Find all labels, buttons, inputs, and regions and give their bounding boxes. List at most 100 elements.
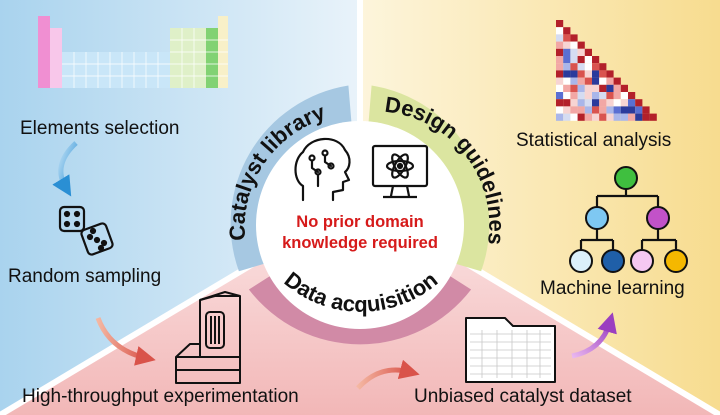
heatmap-cell xyxy=(556,99,564,107)
heatmap-cell xyxy=(628,92,636,100)
heatmap-cell xyxy=(599,63,607,71)
heatmap-cell xyxy=(599,70,607,78)
brain-circuit-icon xyxy=(294,137,351,202)
heatmap-cell xyxy=(563,99,571,107)
heatmap-cell xyxy=(563,84,571,92)
heatmap-cell xyxy=(570,92,578,100)
heatmap-cell xyxy=(628,106,636,114)
heatmap-cell xyxy=(570,99,578,107)
heatmap-cell xyxy=(563,48,571,56)
heatmap-cell xyxy=(620,84,628,92)
heatmap-cell xyxy=(613,106,621,114)
heatmap-cell xyxy=(592,70,600,78)
heatmap-cell xyxy=(599,106,607,114)
heatmap-cell xyxy=(620,106,628,114)
heatmap-cell xyxy=(577,84,585,92)
heatmap-cell xyxy=(577,92,585,100)
arrow-dataset-to-ml xyxy=(571,312,617,359)
heatmap-cell xyxy=(563,34,571,42)
heatmap-cell xyxy=(584,63,592,71)
heatmap-cell xyxy=(613,77,621,85)
heatmap-cell xyxy=(606,77,614,85)
heatmap-cell xyxy=(577,70,585,78)
heatmap-cell xyxy=(635,99,643,107)
heatmap-cell xyxy=(556,70,564,78)
heatmap-cell xyxy=(620,113,628,121)
heatmap-cell xyxy=(592,84,600,92)
heatmap-cell xyxy=(620,99,628,107)
heatmap-cell xyxy=(556,41,564,49)
heatmap-cell xyxy=(592,56,600,64)
heatmap-cell xyxy=(556,20,564,28)
heatmap-cell xyxy=(584,113,592,121)
heatmap-cell xyxy=(563,56,571,64)
heatmap-cell xyxy=(613,92,621,100)
heatmap-cell xyxy=(606,84,614,92)
heatmap-cell xyxy=(563,106,571,114)
heatmap-cell xyxy=(570,63,578,71)
heatmap-cell xyxy=(606,70,614,78)
left-panel xyxy=(0,0,360,415)
heatmap-cell xyxy=(649,113,657,121)
heatmap-cell xyxy=(563,27,571,35)
heatmap-cell xyxy=(577,113,585,121)
unbiased-dataset-label: Unbiased catalyst dataset xyxy=(414,386,632,407)
heatmap-cell xyxy=(563,77,571,85)
heatmap-cell xyxy=(570,48,578,56)
heatmap-cell xyxy=(577,56,585,64)
heatmap-cell xyxy=(592,106,600,114)
high-throughput-label: High-throughput experimentation xyxy=(22,386,299,407)
heatmap-cell xyxy=(577,77,585,85)
ring-segment-data-acquisition xyxy=(248,270,472,345)
heatmap-cell xyxy=(563,92,571,100)
heatmap-cell xyxy=(570,113,578,121)
heatmap-cell xyxy=(556,63,564,71)
heatmap-cell xyxy=(570,106,578,114)
heatmap-cell xyxy=(599,84,607,92)
heatmap-cell xyxy=(606,92,614,100)
heatmap-cell xyxy=(570,56,578,64)
heatmap-cell xyxy=(556,77,564,85)
heatmap-cell xyxy=(563,63,571,71)
arrow-sampling-to-experiment xyxy=(95,317,156,366)
heatmap-cell xyxy=(592,92,600,100)
heatmap-cell xyxy=(628,99,636,107)
heatmap-cell xyxy=(628,113,636,121)
heatmap-cell xyxy=(584,77,592,85)
heatmap-cell xyxy=(642,113,650,121)
heatmap-cell xyxy=(592,99,600,107)
center-message-line-2: knowledge required xyxy=(282,234,438,252)
machine-learning-label: Machine learning xyxy=(540,278,685,299)
heatmap-cell xyxy=(642,106,650,114)
heatmap-cell xyxy=(584,56,592,64)
heatmap-cell xyxy=(606,113,614,121)
tree-icon xyxy=(569,166,688,273)
heatmap-cell xyxy=(556,84,564,92)
heatmap-cell xyxy=(570,41,578,49)
heatmap-cell xyxy=(584,106,592,114)
heatmap-cell xyxy=(599,99,607,107)
heatmap-cell xyxy=(556,48,564,56)
heatmap-cell xyxy=(556,113,564,121)
heatmap-cell xyxy=(570,34,578,42)
heatmap-cell xyxy=(584,48,592,56)
heatmap-cell xyxy=(584,84,592,92)
heatmap-cell xyxy=(556,56,564,64)
heatmap-cell xyxy=(635,106,643,114)
heatmap-cell xyxy=(584,92,592,100)
heatmap-cell xyxy=(556,34,564,42)
heatmap-cell xyxy=(577,41,585,49)
heatmap-cell xyxy=(599,77,607,85)
heatmap-cell xyxy=(635,113,643,121)
heatmap-cell xyxy=(613,99,621,107)
spreadsheet-folder-icon xyxy=(465,317,556,383)
heatmap-cell xyxy=(606,106,614,114)
heatmap-cell xyxy=(577,63,585,71)
computer-atom-icon xyxy=(371,144,429,199)
random-sampling-label: Random sampling xyxy=(8,266,162,287)
heatmap-cell xyxy=(592,113,600,121)
heatmap-cell xyxy=(577,106,585,114)
heatmap-cell xyxy=(563,41,571,49)
heatmap-cell xyxy=(577,48,585,56)
